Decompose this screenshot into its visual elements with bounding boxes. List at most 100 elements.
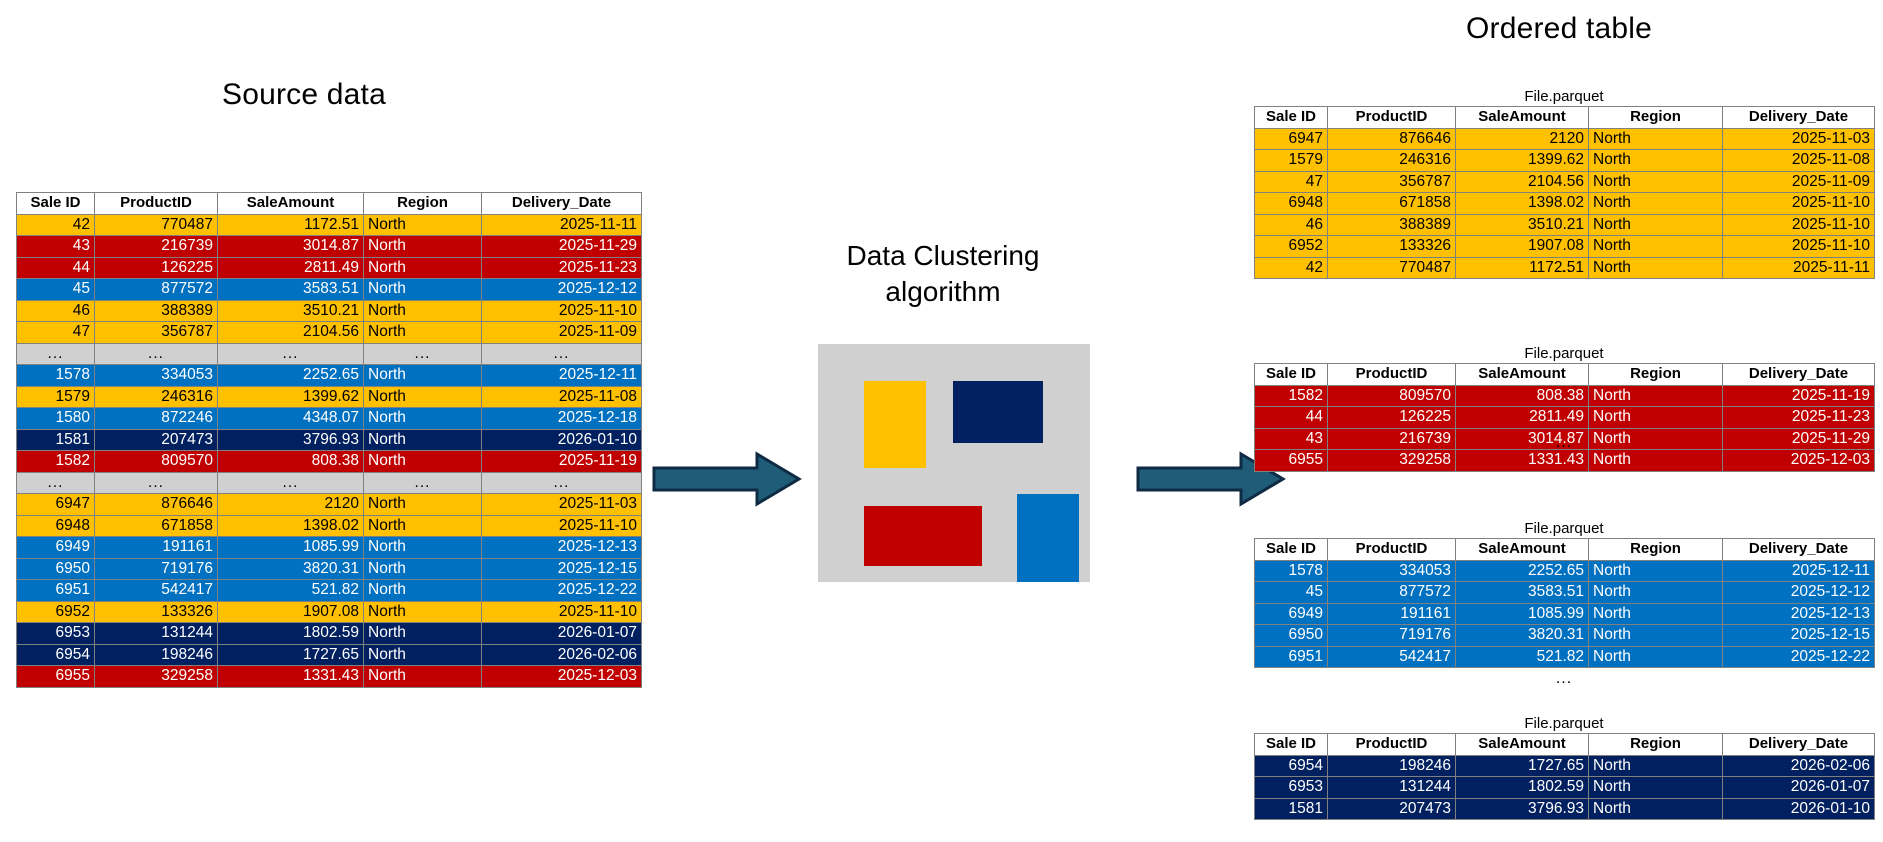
column-header-delivery-date: Delivery_Date (1722, 106, 1875, 129)
cell-delivery-date: 2026-01-10 (1722, 797, 1875, 820)
column-header-region: Region (1588, 538, 1723, 561)
arrow-algorithm-to-ordered (1136, 451, 1286, 512)
cell-product-id: 876646 (94, 493, 218, 516)
cell-region: North (363, 622, 482, 645)
cell-delivery-date: 2025-11-23 (481, 256, 642, 279)
cell-sale-id: 6950 (1254, 624, 1328, 647)
cell-product-id: 246316 (94, 385, 218, 408)
cell-sale-amount: 1907.08 (1455, 235, 1589, 258)
cell-product-id: 126225 (94, 256, 218, 279)
cell-sale-id: 44 (16, 256, 95, 279)
column-header-region: Region (1588, 733, 1723, 756)
cell-sale-id: 45 (1254, 581, 1328, 604)
cell-product-id: 770487 (94, 213, 218, 236)
cell-sale-amount: 1331.43 (217, 665, 364, 688)
algorithm-title: Data Clustering algorithm (846, 240, 1040, 307)
cell-sale-amount: 2120 (1455, 127, 1589, 150)
cell-region: North (363, 278, 482, 301)
clustering-algorithm-diagram (818, 344, 1090, 582)
cell-delivery-date: 2025-12-13 (1722, 602, 1875, 625)
cell-region: North (363, 514, 482, 537)
cell-product-id: 216739 (1327, 427, 1456, 450)
cell-region: North (1588, 127, 1723, 150)
cell-delivery-date: 2025-12-13 (481, 536, 642, 559)
cell-sale-id: 6952 (1254, 235, 1328, 258)
cell-product-id: ... (94, 342, 218, 365)
column-header-sale-id: Sale ID (1254, 733, 1328, 756)
cell-sale-id: 1581 (16, 428, 95, 451)
cell-product-id: 356787 (1327, 170, 1456, 193)
cell-delivery-date: 2025-12-03 (481, 665, 642, 688)
cell-product-id: 133326 (1327, 235, 1456, 258)
column-header-region: Region (1588, 363, 1723, 386)
cell-delivery-date: 2026-01-10 (481, 428, 642, 451)
cell-sale-id: 6954 (1254, 754, 1328, 777)
cell-sale-id: 6953 (16, 622, 95, 645)
column-header-sale-amount: SaleAmount (217, 192, 364, 215)
cell-delivery-date: ... (481, 342, 642, 365)
cell-sale-amount: 1802.59 (1455, 776, 1589, 799)
column-header-delivery-date: Delivery_Date (481, 192, 642, 215)
cell-region: North (1588, 559, 1723, 582)
cell-sale-id: 6947 (16, 493, 95, 516)
cell-product-id: 809570 (94, 450, 218, 473)
cell-product-id: 671858 (94, 514, 218, 537)
cell-sale-amount: 2104.56 (1455, 170, 1589, 193)
cell-region: North (1588, 213, 1723, 236)
cell-region: North (363, 407, 482, 430)
cell-region: North (363, 364, 482, 387)
cell-sale-id: 43 (16, 235, 95, 258)
cell-product-id: 876646 (1327, 127, 1456, 150)
cell-region: North (363, 213, 482, 236)
cluster-block-red (864, 506, 982, 566)
cell-sale-amount: 3014.87 (217, 235, 364, 258)
column-header-sale-id: Sale ID (1254, 538, 1328, 561)
cell-sale-amount: 1802.59 (217, 622, 364, 645)
cell-region: North (363, 557, 482, 580)
source-data-title: Source data (222, 78, 386, 111)
cell-delivery-date: 2026-01-07 (481, 622, 642, 645)
cell-product-id: 246316 (1327, 149, 1456, 172)
cell-product-id: 542417 (94, 579, 218, 602)
group-separator-ellipsis: ... (1555, 434, 1573, 451)
cell-product-id: 877572 (94, 278, 218, 301)
cell-delivery-date: 2025-11-10 (481, 299, 642, 322)
cell-sale-id: 44 (1254, 406, 1328, 429)
cell-sale-amount: 2120 (217, 493, 364, 516)
cell-product-id: 329258 (94, 665, 218, 688)
cell-sale-amount: 1907.08 (217, 600, 364, 623)
cell-region: North (363, 536, 482, 559)
cell-region: North (363, 385, 482, 408)
cell-region: North (1588, 149, 1723, 172)
cell-product-id: 356787 (94, 321, 218, 344)
cell-product-id: 216739 (94, 235, 218, 258)
cell-delivery-date: 2025-12-15 (1722, 624, 1875, 647)
cell-delivery-date: 2025-11-08 (481, 385, 642, 408)
cell-delivery-date: 2025-11-29 (481, 235, 642, 258)
cell-sale-amount: 1399.62 (1455, 149, 1589, 172)
column-header-product-id: ProductID (94, 192, 218, 215)
cell-product-id: 770487 (1327, 256, 1456, 279)
column-header-sale-id: Sale ID (1254, 363, 1328, 386)
cell-sale-id: 6949 (1254, 602, 1328, 625)
cell-product-id: 719176 (1327, 624, 1456, 647)
column-header-region: Region (1588, 106, 1723, 129)
cell-sale-amount: 808.38 (1455, 384, 1589, 407)
cell-sale-amount: 3583.51 (1455, 581, 1589, 604)
